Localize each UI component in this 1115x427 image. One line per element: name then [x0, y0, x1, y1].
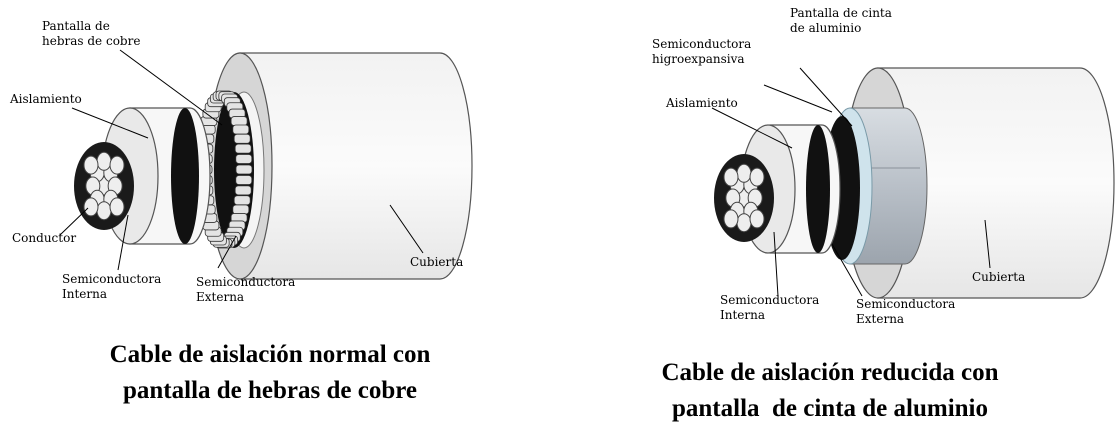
left-cable-diagram: Pantalla de hebras de cobre Aislamiento … [0, 0, 540, 427]
label-insulation: Aislamiento [666, 96, 738, 110]
copper-wire [232, 204, 250, 215]
conductor-strand [736, 213, 752, 233]
label-outer-semiconductor: Semiconductora Externa [196, 275, 296, 304]
label-inner-semiconductor: Semiconductora Interna [62, 272, 162, 301]
conductor-strand [723, 209, 739, 229]
copper-wire [235, 154, 253, 164]
copper-wire [235, 175, 253, 185]
label-jacket: Cubierta [972, 270, 1026, 284]
label-conductor: Conductor [12, 231, 77, 245]
leader-lines [59, 49, 424, 271]
label-swelling-semiconductor: Semiconductora higroexpansiva [652, 37, 752, 66]
label-insulation: Aislamiento [10, 92, 82, 106]
leader-lines [711, 67, 991, 297]
copper-wire [230, 116, 248, 126]
label-aluminium-screen: Pantalla de cinta de aluminio [790, 6, 892, 35]
copper-wire [233, 195, 251, 206]
right-cable-illustration [711, 67, 1115, 299]
jacket-body [239, 52, 473, 280]
conductor-strand [736, 163, 752, 183]
conductor-strands [723, 163, 765, 233]
conductor-strand [83, 155, 99, 175]
jacket-body [877, 67, 1115, 299]
right-caption-line2: pantalla de cinta de aluminio [671, 395, 988, 422]
left-caption-line2: pantalla de hebras de cobre [123, 377, 417, 404]
copper-wire [232, 124, 250, 135]
conductor-strands [83, 151, 125, 221]
left-cable-illustration [59, 49, 473, 280]
conductor-strand [723, 167, 739, 187]
label-jacket: Cubierta [410, 255, 464, 269]
conductor-strand [109, 155, 125, 175]
insulation-black-band [806, 125, 830, 253]
conductor-strand [96, 201, 112, 221]
insulation-black-band [171, 108, 199, 244]
label-outer-semiconductor: Semiconductora Externa [856, 297, 956, 326]
conductor-strand [96, 151, 112, 171]
copper-wire [234, 185, 252, 196]
conductor-strand [83, 197, 99, 217]
copper-wire [233, 133, 251, 144]
conductor-strand [749, 167, 765, 187]
right-cable-diagram: Pantalla de cinta de aluminio Semiconduc… [560, 0, 1115, 427]
right-caption-line1: Cable de aislación reducida con [661, 359, 999, 386]
copper-wire [235, 164, 253, 175]
label-inner-semiconductor: Semiconductora Interna [720, 293, 820, 322]
copper-wire [234, 143, 252, 154]
label-copper-screen: Pantalla de hebras de cobre [42, 19, 141, 48]
left-caption-line1: Cable de aislación normal con [109, 341, 431, 368]
conductor-strand [109, 197, 125, 217]
conductor-strand [749, 209, 765, 229]
